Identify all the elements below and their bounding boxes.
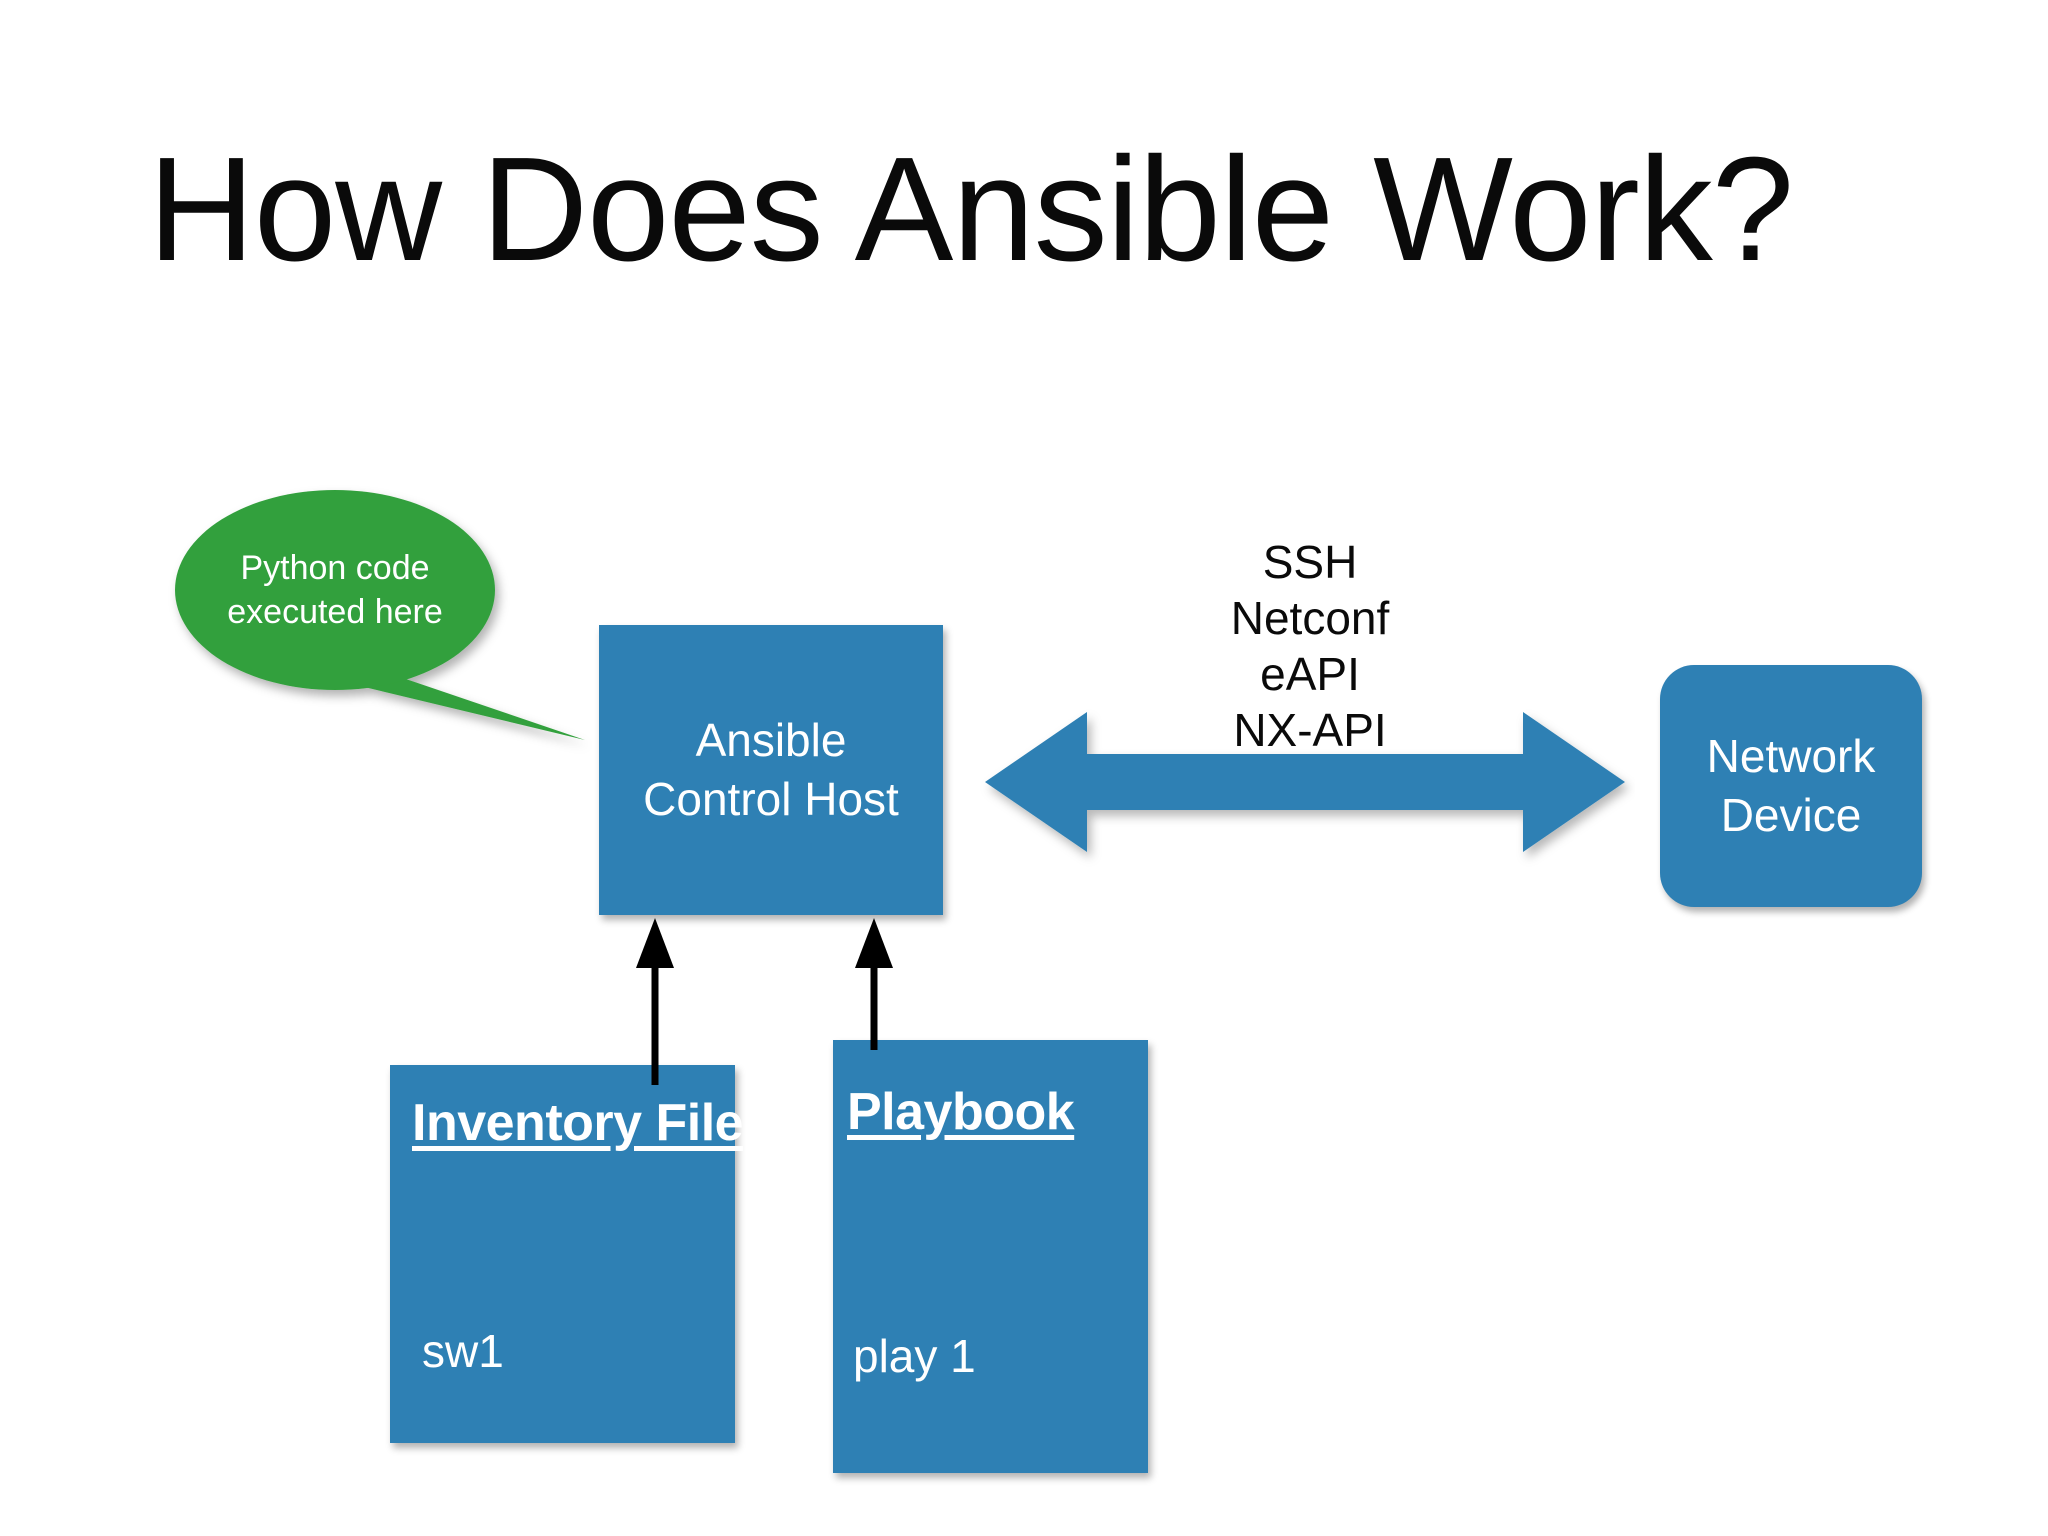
inventory-line-2: r1: [422, 1493, 463, 1536]
node-network-device[interactable]: Network Device: [1660, 665, 1922, 907]
playbook-line-1: play 1: [853, 1330, 976, 1383]
inventory-line-1: sw1: [422, 1325, 504, 1378]
network-device-line-1: Network: [1706, 730, 1876, 783]
protocol-netconf: Netconf: [1230, 592, 1390, 645]
document-inventory-file[interactable]: Inventory File sw1 r1 fw1: [390, 1065, 744, 1536]
inventory-file-title: Inventory File: [412, 1094, 744, 1152]
python-callout-bubble: Python code executed here: [175, 490, 585, 740]
protocol-ssh: SSH: [1262, 536, 1358, 588]
speech-bubble-icon: [175, 490, 585, 740]
up-arrow-icon-inventory: [636, 918, 674, 1085]
control-host-line-2: Control Host: [643, 773, 899, 825]
control-host-label: Ansible Control Host: [643, 711, 899, 829]
inventory-file-lines: sw1 r1 fw1: [412, 1211, 735, 1536]
node-ansible-control-host[interactable]: Ansible Control Host: [599, 625, 943, 915]
network-device-label: Network Device: [1707, 727, 1876, 845]
protocol-eapi: eAPI: [1260, 648, 1360, 701]
double-headed-arrow-icon: [985, 712, 1625, 852]
protocol-label-stack: SSH Netconf eAPI NX-API: [1135, 534, 1485, 758]
up-arrow-icon-playbook: [855, 918, 893, 1050]
playbook-line-2: hosts: all: [853, 1498, 1035, 1536]
control-host-line-1: Ansible: [695, 714, 847, 767]
document-playbook[interactable]: Playbook play 1 hosts: all - task 1 - ta…: [833, 1040, 1148, 1536]
protocol-nxapi: NX-API: [1233, 704, 1387, 757]
network-device-line-2: Device: [1720, 789, 1862, 841]
playbook-title: Playbook: [847, 1083, 1075, 1141]
playbook-lines: play 1 hosts: all - task 1 - task 2: [847, 1216, 1148, 1536]
page-title: How Does Ansible Work?: [148, 127, 1794, 292]
